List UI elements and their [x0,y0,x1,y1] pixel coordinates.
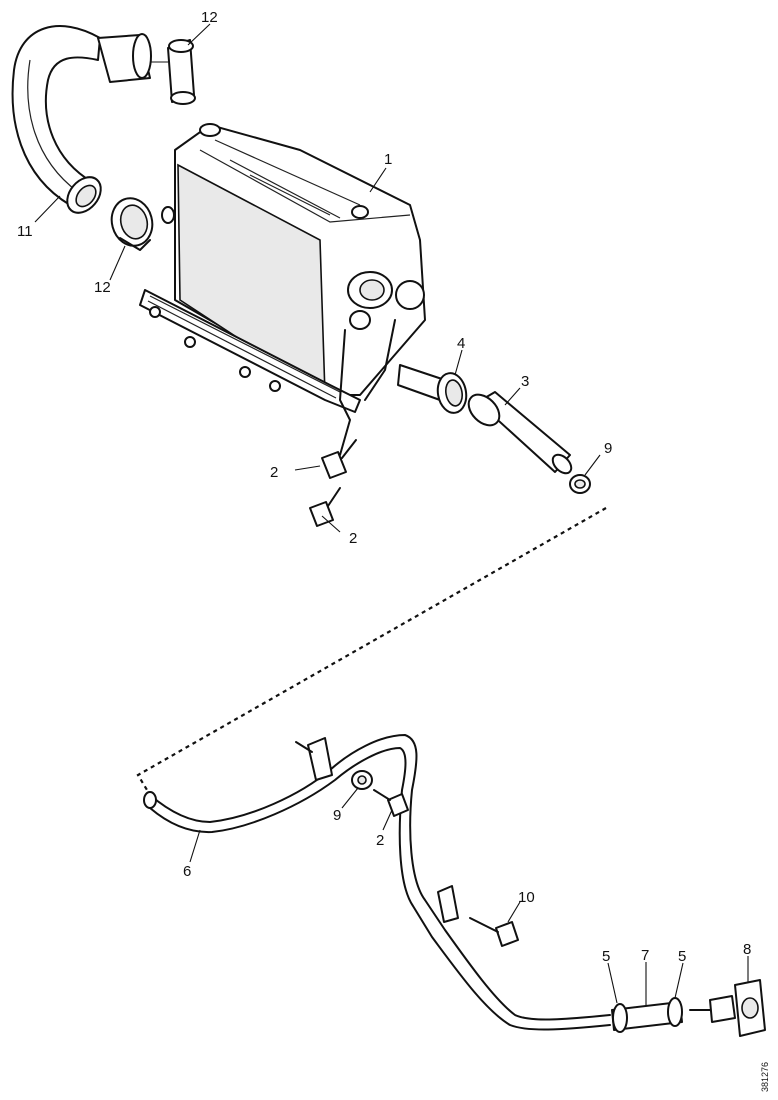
pipe-part-6 [143,734,611,1031]
callout-8: 8 [743,941,751,958]
callout-12: 12 [94,279,111,296]
callout-10: 10 [518,889,535,906]
clamp-part-12-top [150,39,196,105]
spacer-part-9-middle [351,770,373,790]
clamp-part-12-left [110,197,154,251]
clamp-part-5-top [569,474,591,494]
callout-1: 1 [384,151,392,168]
connector-part-8 [689,979,766,1037]
leader-lines [34,23,749,1005]
connection-dashed-line [136,507,607,796]
callout-3: 3 [521,373,529,390]
callout-9: 9 [333,807,341,824]
bolt-part-2-middle [373,789,409,817]
callout-4: 4 [457,335,465,352]
clamp-part-4 [436,372,468,414]
callout-7: 7 [641,947,649,964]
hose-part-3 [467,391,573,475]
clamp-part-5-right [667,997,683,1027]
hose-part-11 [11,25,152,214]
callout-5: 5 [602,948,610,965]
reference-code: 381276 [760,1062,770,1092]
callout-5: 5 [678,948,686,965]
bolt-part-2-lower [309,487,341,527]
callout-12: 12 [201,9,218,26]
callout-9: 9 [604,440,612,457]
callout-6: 6 [183,863,191,880]
callout-2: 2 [270,464,278,481]
callout-2: 2 [349,530,357,547]
clamp-part-5-left [612,1003,628,1033]
callout-11: 11 [17,223,33,240]
bolt-part-2-upper [321,439,357,479]
bolt-part-10 [469,917,519,947]
callout-labels: 1 2 2 2 3 4 5 5 6 7 8 9 9 10 11 12 12 [17,9,751,965]
callout-2: 2 [376,832,384,849]
cooler-part-1 [139,123,446,456]
